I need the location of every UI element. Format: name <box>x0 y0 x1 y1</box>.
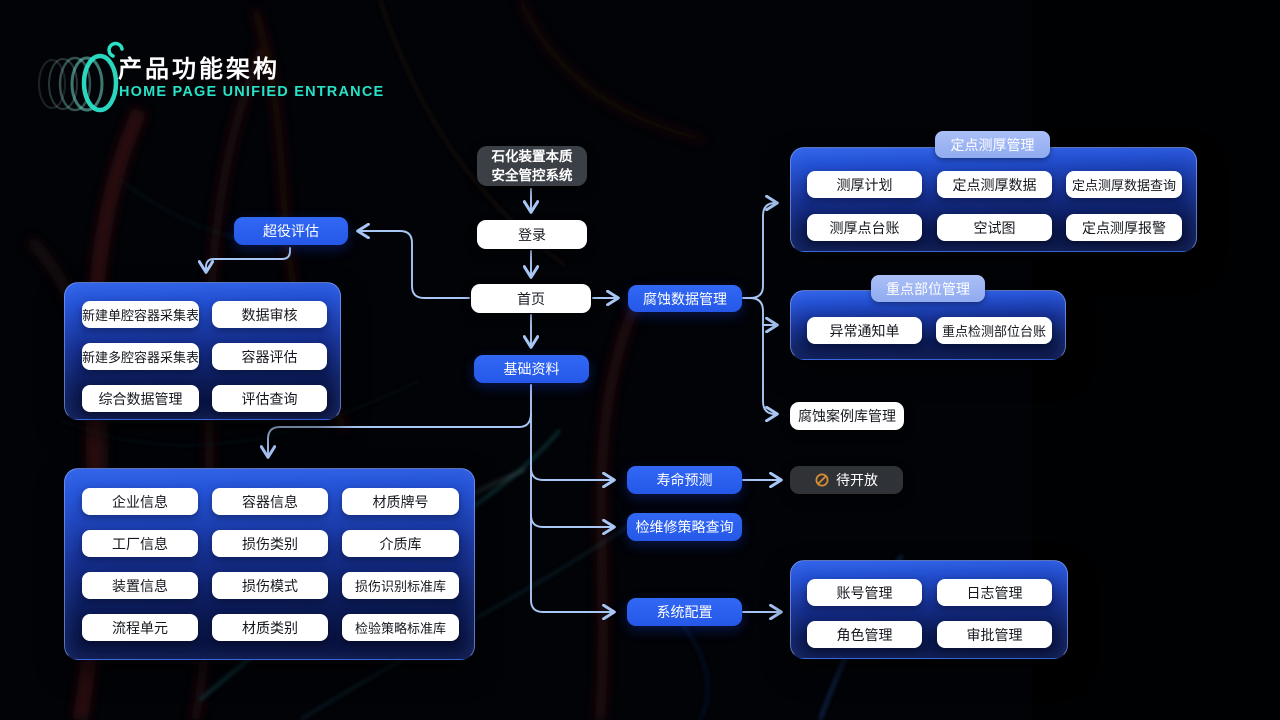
node-home[interactable]: 首页 <box>471 284 591 313</box>
node-maintenance-strategy-query[interactable]: 检维修策略查询 <box>627 513 742 541</box>
menu-item[interactable]: 容器评估 <box>212 343 327 370</box>
logo-rings-icon <box>38 41 124 113</box>
menu-item[interactable]: 数据审核 <box>212 301 327 328</box>
tab-key-parts-mgmt[interactable]: 重点部位管理 <box>871 275 985 302</box>
node-system-config[interactable]: 系统配置 <box>627 598 742 626</box>
menu-item[interactable]: 新建多腔容器采集表 <box>82 343 199 370</box>
menu-item[interactable]: 综合数据管理 <box>82 385 199 412</box>
menu-item[interactable]: 材质牌号 <box>342 488 459 515</box>
menu-item[interactable]: 角色管理 <box>807 621 922 648</box>
page-title: 产品功能架构 <box>118 56 280 83</box>
forbidden-icon <box>815 473 829 487</box>
panel-thickness-mgmt: 测厚计划 定点测厚数据 定点测厚数据查询 测厚点台账 空试图 定点测厚报警 <box>790 147 1197 252</box>
menu-item[interactable]: 损伤识别标准库 <box>342 572 459 599</box>
root-system-line1: 石化装置本质 <box>491 149 573 164</box>
panel-basic-data: 企业信息 容器信息 材质牌号 工厂信息 损伤类别 介质库 装置信息 损伤模式 损… <box>64 468 475 660</box>
menu-item[interactable]: 损伤模式 <box>212 572 328 599</box>
tab-thickness-mgmt[interactable]: 定点测厚管理 <box>935 131 1050 158</box>
menu-item[interactable]: 企业信息 <box>82 488 198 515</box>
menu-item[interactable]: 新建单腔容器采集表 <box>82 301 199 328</box>
menu-item[interactable]: 日志管理 <box>937 579 1052 606</box>
menu-item[interactable]: 审批管理 <box>937 621 1052 648</box>
menu-item[interactable]: 测厚计划 <box>807 171 922 198</box>
menu-item[interactable]: 容器信息 <box>212 488 328 515</box>
node-basic-data[interactable]: 基础资料 <box>474 355 589 383</box>
node-login[interactable]: 登录 <box>477 220 587 249</box>
menu-item[interactable]: 检验策略标准库 <box>342 614 459 641</box>
panel-system-config: 账号管理 日志管理 角色管理 审批管理 <box>790 560 1068 659</box>
node-corrosion-data-mgmt[interactable]: 腐蚀数据管理 <box>628 285 742 312</box>
menu-item[interactable]: 定点测厚数据 <box>937 171 1052 198</box>
node-life-prediction[interactable]: 寿命预测 <box>627 466 742 494</box>
page-subtitle: HOME PAGE UNIFIED ENTRANCE <box>119 84 385 100</box>
menu-item[interactable]: 重点检测部位台账 <box>936 317 1052 344</box>
root-system-line2: 安全管控系统 <box>491 168 573 183</box>
menu-item[interactable]: 定点测厚数据查询 <box>1066 171 1182 198</box>
menu-item[interactable]: 定点测厚报警 <box>1066 214 1182 241</box>
node-overdue-assessment[interactable]: 超役评估 <box>234 217 348 245</box>
panel-overdue-assessment: 新建单腔容器采集表 数据审核 新建多腔容器采集表 容器评估 综合数据管理 评估查… <box>64 282 341 420</box>
node-root-system[interactable]: 石化装置本质 安全管控系统 <box>477 146 587 186</box>
menu-item[interactable]: 评估查询 <box>212 385 327 412</box>
menu-item[interactable]: 测厚点台账 <box>807 214 922 241</box>
menu-item[interactable]: 工厂信息 <box>82 530 198 557</box>
menu-item[interactable]: 损伤类别 <box>212 530 328 557</box>
menu-item[interactable]: 流程单元 <box>82 614 198 641</box>
pending-label: 待开放 <box>836 472 878 488</box>
menu-item[interactable]: 介质库 <box>342 530 459 557</box>
menu-item[interactable]: 账号管理 <box>807 579 922 606</box>
node-pending[interactable]: 待开放 <box>790 466 903 494</box>
menu-item[interactable]: 异常通知单 <box>807 317 922 344</box>
menu-item[interactable]: 材质类别 <box>212 614 328 641</box>
node-corrosion-case-lib[interactable]: 腐蚀案例库管理 <box>790 402 904 430</box>
menu-item[interactable]: 装置信息 <box>82 572 198 599</box>
menu-item[interactable]: 空试图 <box>937 214 1052 241</box>
